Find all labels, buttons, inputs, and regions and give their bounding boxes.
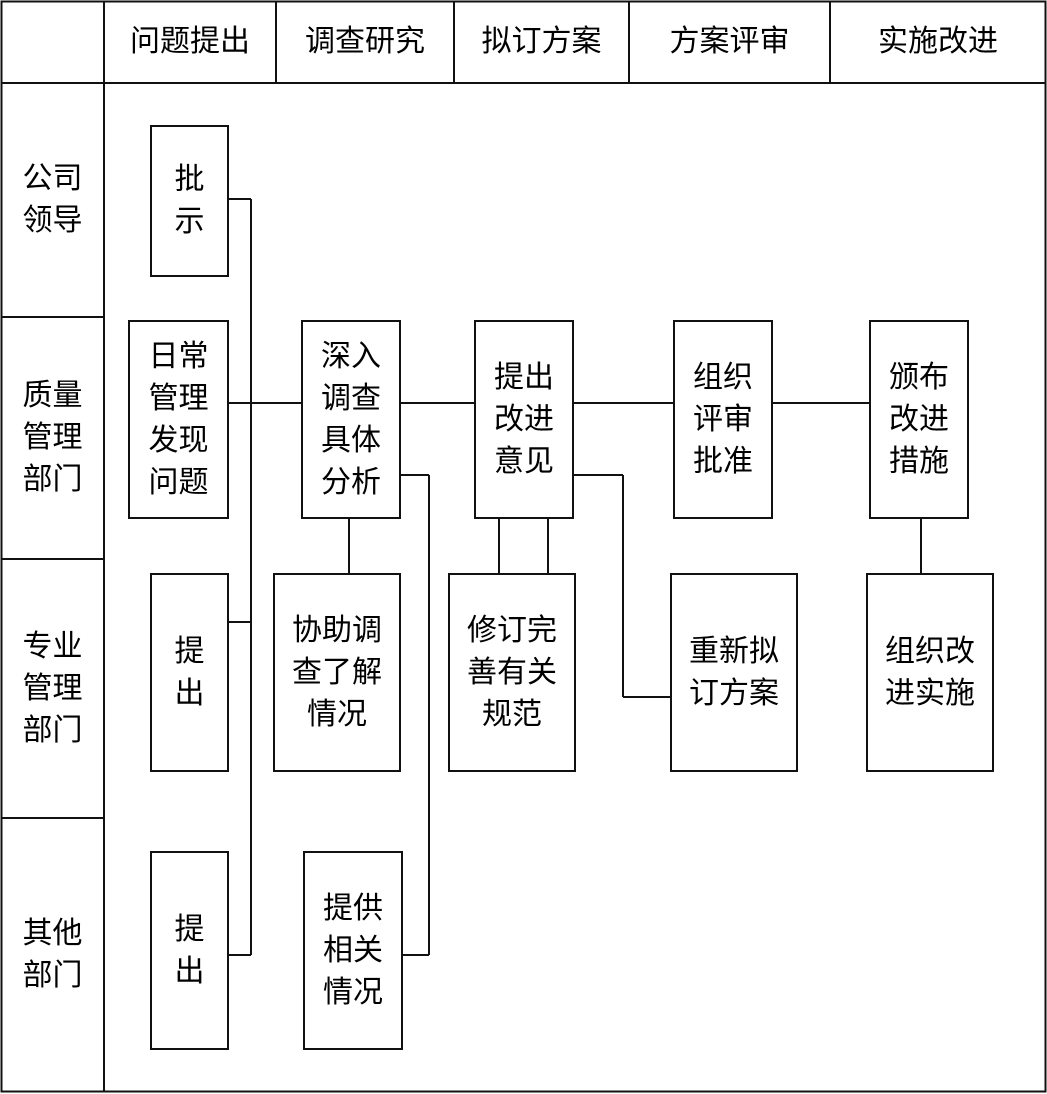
phase-header-implementation: 实施改进 [878, 24, 998, 59]
node-propose-improvement: 提出 改进 意见 [474, 320, 574, 519]
node-find-problem: 日常 管理 发现 问题 [128, 320, 229, 519]
node-revise-standards: 修订完 善有关 规范 [448, 573, 576, 772]
node-raise-other: 提 出 [150, 851, 229, 1050]
phase-header-problem-raised: 问题提出 [130, 24, 250, 59]
node-raise-specialist: 提 出 [150, 573, 229, 772]
phase-header-investigation: 调查研究 [305, 24, 425, 59]
node-review-approve: 组织 评审 批准 [673, 320, 773, 519]
lane-label-other-departments: 其他 部门 [22, 916, 83, 993]
node-organize-implementation: 组织改 进实施 [866, 573, 994, 772]
node-instruct: 批 示 [150, 125, 229, 277]
node-assist-investigation: 协助调 查了解 情况 [273, 573, 401, 772]
phase-header-draft-plan: 拟订方案 [481, 24, 602, 59]
node-provide-info: 提供 相关 情况 [303, 851, 403, 1050]
lane-label-quality-management: 质量 管理 部门 [22, 378, 83, 497]
phase-header-plan-review: 方案评审 [669, 24, 790, 59]
lane-label-company-leadership: 公司 领导 [22, 161, 83, 238]
node-redraft-plan: 重新拟 订方案 [670, 573, 798, 772]
node-investigate: 深入 调查 具体 分析 [301, 320, 401, 519]
lane-label-specialist-management: 专业 管理 部门 [22, 628, 83, 748]
node-issue-measures: 颁布 改进 措施 [869, 320, 969, 519]
